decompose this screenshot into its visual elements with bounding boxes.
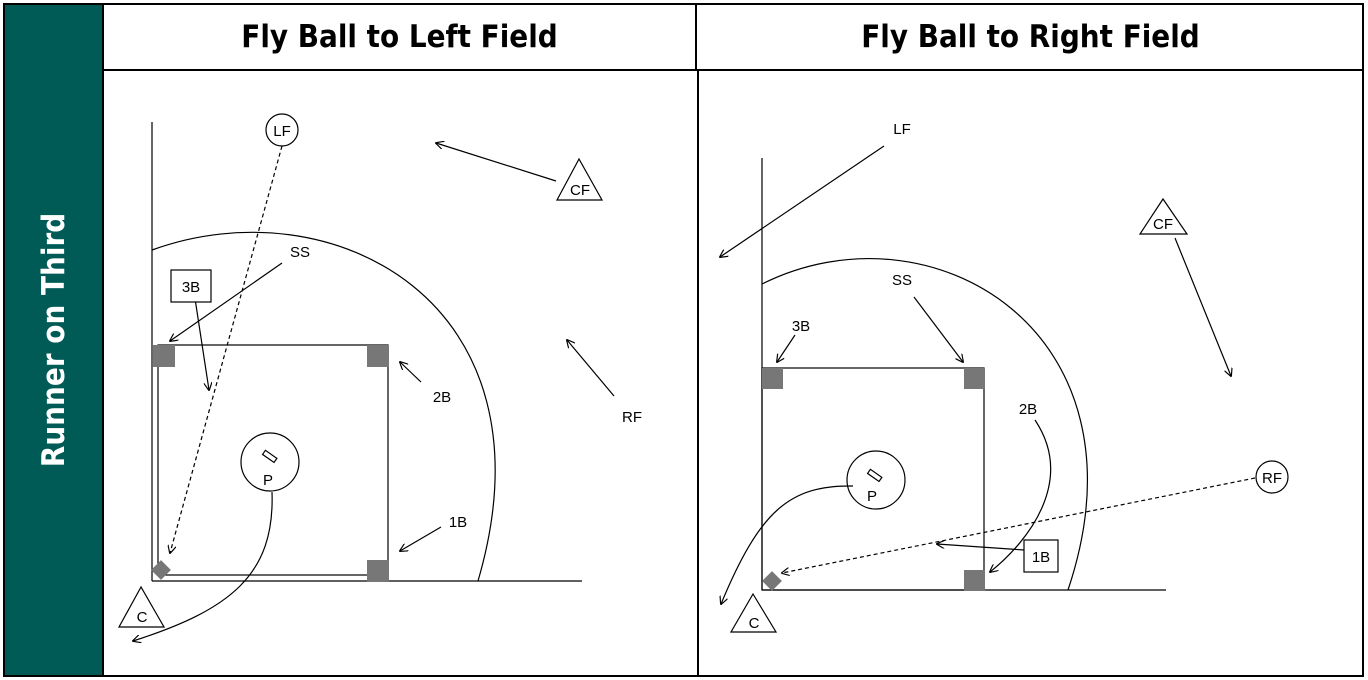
right-1b-arrow — [937, 544, 1025, 551]
right-second-base — [964, 368, 985, 389]
left-1b-label: 1B — [449, 514, 467, 531]
right-2b-arrow — [990, 419, 1052, 572]
left-first-base — [367, 560, 389, 582]
right-pitcher-circle — [846, 450, 906, 510]
left-cf-triangle — [555, 157, 604, 201]
left-ss-arrow — [170, 262, 283, 341]
right-rf-throw-arrow — [782, 477, 1256, 573]
right-infield-square — [761, 367, 985, 591]
diagram-frame — [3, 3, 1364, 677]
right-third-base — [762, 368, 783, 389]
sidebar: Runner on Third — [5, 5, 104, 675]
right-panel-title: Fly Ball to Right Field — [861, 19, 1200, 55]
left-panel-header: Fly Ball to Left Field — [104, 5, 697, 71]
left-second-base — [367, 345, 389, 367]
left-pitcher-arrow — [133, 491, 273, 641]
left-2b-label: 2B — [433, 389, 451, 406]
left-c-triangle — [117, 585, 166, 628]
left-field-labels: LF CF SS 3B 2B RF 1B P C — [137, 123, 642, 626]
left-infield-square — [157, 344, 389, 576]
right-rf-label: RF — [1262, 470, 1282, 487]
left-3b-arrow — [193, 291, 209, 390]
left-3b-label: 3B — [182, 279, 200, 296]
right-3b-label: 3B — [792, 318, 810, 335]
left-pitcher-label: P — [263, 472, 273, 489]
right-lf-arrow — [720, 145, 885, 257]
panel-divider — [697, 71, 699, 675]
right-c-triangle — [729, 592, 778, 633]
right-outfield-arc — [761, 258, 1088, 591]
left-ss-label: SS — [290, 244, 310, 261]
right-panel-header: Fly Ball to Right Field — [697, 5, 1364, 71]
right-cf-arrow — [1174, 237, 1231, 376]
left-cf-label: CF — [570, 182, 590, 199]
right-3b-arrow — [777, 334, 796, 362]
right-field-labels: LF CF SS 3B 2B RF 1B P C — [749, 121, 1282, 632]
right-pitcher-label: P — [867, 488, 877, 505]
left-3b-box — [170, 269, 212, 303]
left-cf-arrow — [436, 143, 557, 182]
right-rf-circle — [1255, 460, 1289, 494]
right-1b-label: 1B — [1032, 549, 1050, 566]
right-pitcher-arrow — [721, 485, 854, 604]
right-1b-box — [1023, 539, 1059, 573]
right-catcher-label: C — [749, 615, 760, 632]
left-rf-arrow — [567, 340, 615, 397]
right-ss-arrow — [913, 296, 963, 362]
left-panel-title: Fly Ball to Left Field — [241, 19, 558, 55]
right-home-plate — [762, 571, 782, 591]
right-cf-triangle — [1138, 197, 1189, 235]
left-pitcher-circle — [240, 432, 300, 492]
left-2b-arrow — [400, 362, 422, 383]
right-cf-label: CF — [1153, 216, 1173, 233]
right-pitcher-rubber — [866, 468, 883, 483]
left-catcher-label: C — [137, 609, 148, 626]
right-2b-label: 2B — [1019, 401, 1037, 418]
right-field-diagram — [720, 145, 1289, 633]
right-lf-label: LF — [893, 121, 911, 138]
left-rf-label: RF — [622, 409, 642, 426]
right-ss-label: SS — [892, 272, 912, 289]
left-lf-circle — [265, 113, 299, 147]
left-lf-throw-arrow — [170, 145, 283, 553]
left-outfield-arc — [151, 231, 496, 582]
left-pitcher-rubber — [261, 449, 278, 464]
left-lf-label: LF — [273, 123, 291, 140]
right-first-base — [964, 570, 985, 591]
left-field-diagram — [117, 113, 615, 641]
left-home-plate — [151, 560, 171, 580]
left-third-base — [153, 345, 175, 367]
left-1b-arrow — [400, 526, 442, 551]
